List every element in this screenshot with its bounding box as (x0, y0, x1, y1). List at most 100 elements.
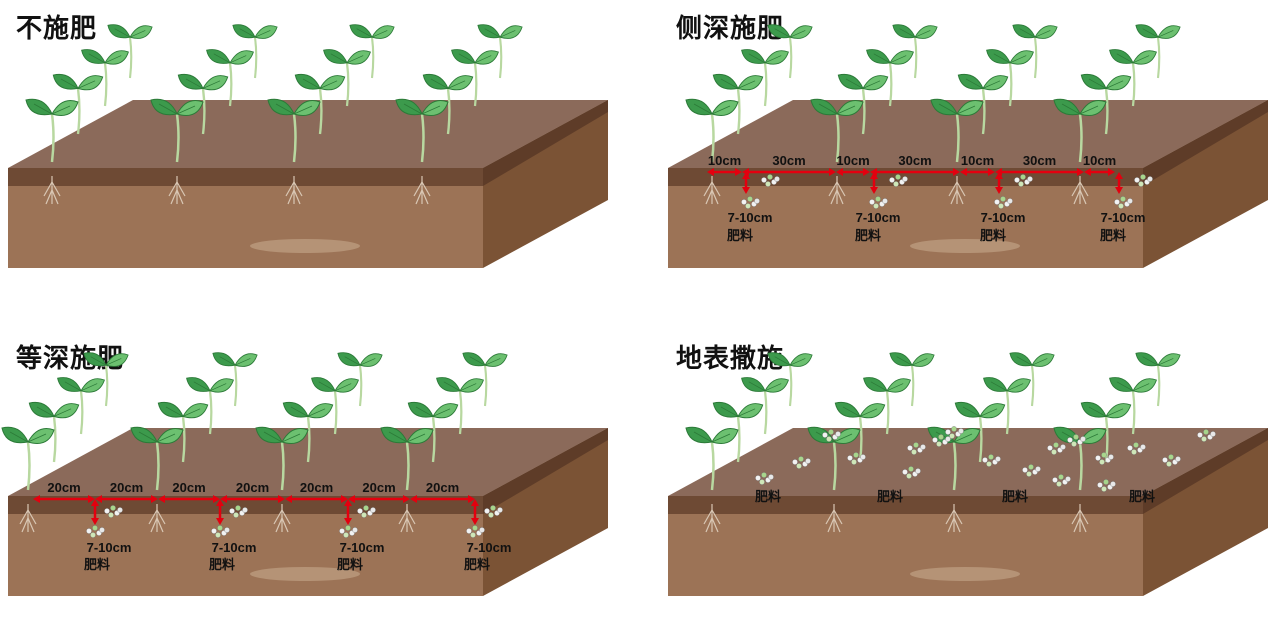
soil-top-face (8, 100, 608, 168)
arrow-head-up (1115, 172, 1123, 179)
stem (710, 113, 715, 163)
granule (1060, 444, 1066, 450)
granule (1168, 454, 1174, 460)
stem (26, 441, 31, 491)
seedling-back (407, 402, 459, 463)
depth-arrow (216, 499, 224, 525)
spacing-label: 20cm (110, 480, 143, 495)
fertilizer-granules (994, 196, 1013, 209)
stem (978, 416, 983, 463)
root-strand (275, 517, 283, 533)
stem (175, 113, 180, 163)
granule (1110, 481, 1116, 487)
root-strand (948, 181, 958, 197)
spacing-label: 30cm (898, 153, 931, 168)
seedling-back (1009, 352, 1055, 407)
soil-patch (250, 567, 360, 581)
root-strand (945, 509, 955, 525)
leaf-vein (193, 381, 227, 392)
seedling-front (150, 98, 204, 163)
stem (955, 113, 960, 163)
root-strand (711, 517, 719, 533)
seedling-front (25, 98, 79, 163)
fertilizer-label: 肥料 (855, 228, 881, 244)
granule (1026, 471, 1032, 477)
panel-title: 不施肥 (16, 14, 98, 44)
arrow-head-right (88, 495, 95, 503)
arrow-head-right (278, 495, 285, 503)
root (19, 504, 37, 533)
spacing-arrow (348, 495, 410, 503)
granule (497, 507, 503, 513)
granule (1053, 442, 1059, 448)
arrow-head-left (870, 168, 877, 176)
seedling-front (395, 98, 449, 163)
granule (1120, 196, 1126, 202)
stem (1078, 113, 1083, 163)
leaf-vein (818, 103, 856, 115)
granule (936, 441, 942, 447)
granule (1140, 444, 1146, 450)
leaf-vein (263, 431, 301, 443)
root-strand (19, 509, 29, 525)
fertilizer-granules (1127, 442, 1146, 455)
root-strand (150, 517, 158, 533)
stem (405, 441, 410, 491)
leaf-vein (9, 431, 47, 443)
granule (869, 199, 875, 205)
fertilizer-granules (484, 505, 503, 518)
fertilizer-granules (822, 429, 841, 442)
granule (1133, 442, 1139, 448)
leaf-vein (870, 381, 904, 392)
granule (932, 437, 938, 443)
granule (1203, 429, 1209, 435)
stem (1131, 62, 1136, 107)
fertilizer-granules (466, 525, 485, 538)
arrow-head-down (1115, 187, 1123, 194)
granule (1027, 176, 1033, 182)
spacing-arrow (95, 495, 158, 503)
root (825, 504, 843, 533)
granule (99, 527, 105, 533)
root-strand (956, 181, 966, 197)
panel-surface-broadcast: 地表撒施 肥料肥料肥料肥料 (660, 330, 1270, 620)
granule (893, 181, 899, 187)
granule (1014, 177, 1020, 183)
seedling-front (810, 98, 864, 163)
leaf-vein (693, 431, 731, 443)
seedling-back (323, 49, 371, 107)
root (148, 504, 166, 533)
fertilizer-granules (1067, 434, 1086, 447)
seedling-back (1080, 74, 1132, 135)
root-strand (953, 509, 963, 525)
fertilizer-granules (1197, 429, 1216, 442)
fertilizer-label: 肥料 (980, 228, 1006, 244)
granule (945, 429, 951, 435)
arrow-head-down (471, 518, 479, 525)
root-strand (413, 181, 423, 197)
granule (949, 433, 955, 439)
seedling-front (1053, 98, 1107, 163)
granule (765, 181, 771, 187)
seedling-back (741, 49, 789, 107)
granule (915, 468, 921, 474)
spacing-arrow (220, 495, 285, 503)
seedling-back (834, 402, 886, 463)
seedling-front (380, 426, 434, 491)
root-strand (21, 517, 29, 533)
seedling-back (349, 24, 395, 79)
arrow-head-down (995, 187, 1003, 194)
fertilizer-label: 肥料 (755, 489, 781, 505)
root-strand (287, 189, 295, 205)
granule (472, 525, 478, 531)
leaf-vein (185, 78, 221, 89)
leaf-vein (896, 356, 928, 366)
soil-diagram-surface-broadcast: 肥料肥料肥料肥料 (668, 352, 1268, 596)
seedling-front (685, 426, 739, 491)
fertilizer-label: 肥料 (209, 557, 235, 573)
fertilizer-label: 肥料 (877, 489, 903, 505)
root (703, 176, 721, 205)
spacing-label: 20cm (362, 480, 395, 495)
fertilizer-granules (761, 174, 780, 187)
